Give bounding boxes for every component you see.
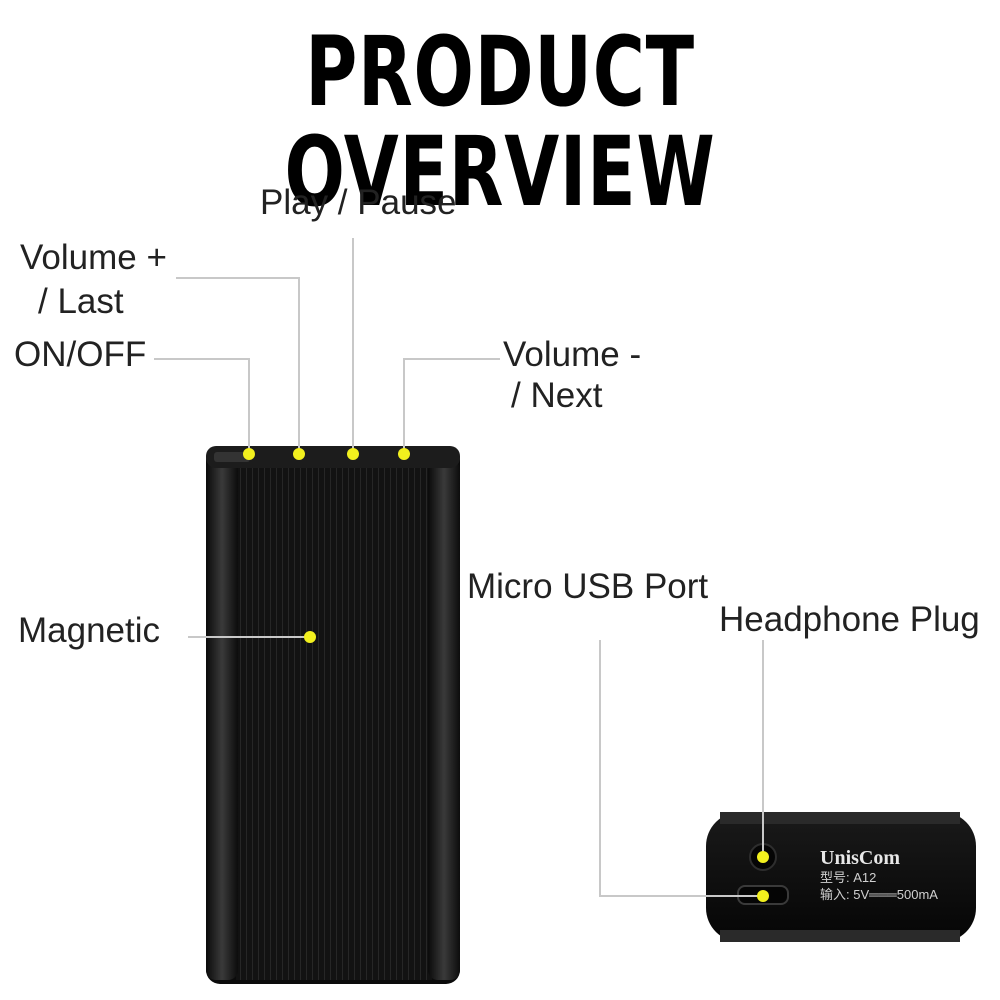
- marker-micro-usb: [757, 890, 769, 902]
- label-volume-minus-line1: Volume -: [503, 335, 642, 374]
- label-volume-plus-line1: Volume +: [20, 238, 167, 277]
- switch-slot: [214, 452, 250, 462]
- page-title: PRODUCT OVERVIEW: [284, 16, 716, 228]
- marker-headphone: [757, 851, 769, 863]
- label-on-off: ON/OFF: [14, 335, 147, 374]
- label-play-pause: Play / Pause: [260, 183, 457, 222]
- leader-micro-usb: [599, 640, 763, 897]
- leader-lines: [154, 238, 764, 897]
- input-text: 输入: 5V═══500mA: [820, 887, 938, 902]
- marker-volume-plus: [293, 448, 305, 460]
- label-volume-plus-line2: / Last: [38, 282, 124, 321]
- marker-play-pause: [347, 448, 359, 460]
- leader-on-off: [154, 358, 250, 452]
- device-end-view: UnisCom 型号: A12 输入: 5V═══500mA: [706, 812, 976, 942]
- label-volume-minus-line2: / Next: [511, 376, 603, 415]
- model-text: 型号: A12: [820, 870, 876, 885]
- label-headphone: Headphone Plug: [719, 600, 980, 639]
- label-micro-usb: Micro USB Port: [467, 567, 709, 606]
- markers: [243, 448, 769, 902]
- brand-text: UnisCom: [820, 847, 900, 869]
- leader-volume-minus: [403, 358, 500, 452]
- marker-on-off: [243, 448, 255, 460]
- recorder-body: [206, 446, 460, 984]
- marker-magnetic: [304, 631, 316, 643]
- label-magnetic: Magnetic: [18, 611, 161, 650]
- leader-volume-plus: [176, 277, 300, 452]
- marker-volume-minus: [398, 448, 410, 460]
